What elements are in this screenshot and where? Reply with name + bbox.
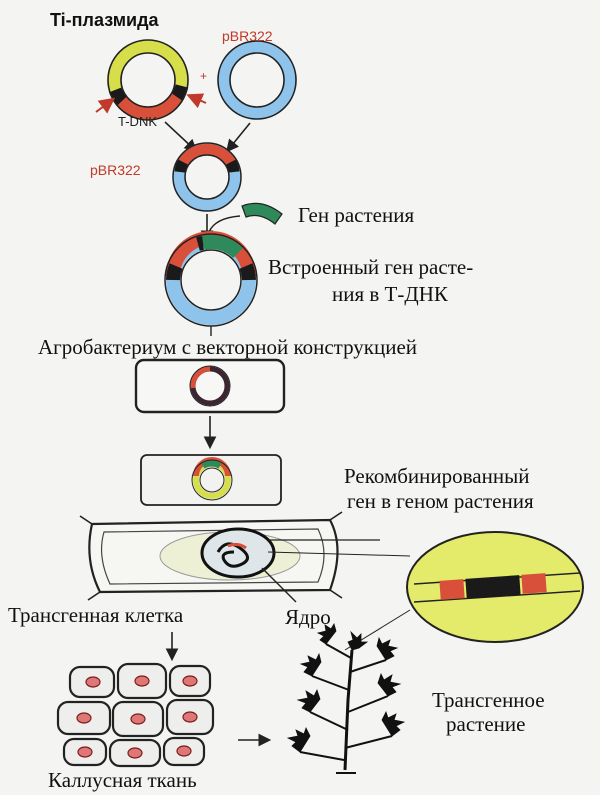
nucleus-label: Ядро: [285, 605, 331, 630]
transgenic-plant-label-line1: Трансгенное: [432, 688, 545, 713]
pbr322-mid-label: pBR322: [90, 162, 141, 178]
transgenic-cell-label: Трансгенная клетка: [8, 603, 183, 628]
ti-plasmid-ring: [108, 40, 188, 120]
pbr322-plasmid-ring: [218, 41, 296, 119]
callus-tissue-label: Каллусная ткань: [48, 768, 197, 793]
inserted-gene-label-line2: ния в Т-ДНК: [332, 282, 448, 307]
svg-text:+: +: [200, 69, 207, 83]
plant-gene-label: Ген растения: [298, 203, 414, 228]
arrow-pbr-to-combined: [228, 123, 250, 150]
arrow-ti-to-combined: [165, 122, 195, 150]
transgenic-plant: [288, 624, 404, 773]
plant-gene-join-line: [209, 216, 240, 232]
plant-gene-fragment: [242, 203, 282, 224]
recombinant-plasmid-ring: [165, 234, 257, 326]
agrobacterium-label: Агробактериум с векторной конструкцией: [38, 335, 417, 360]
recombinant-gene-label-line2: ген в геном растения: [347, 489, 534, 514]
transgenic-plant-label-line2: растение: [446, 712, 525, 737]
ti-plasmid-label: Ti-плазмида: [50, 8, 159, 33]
combined-plasmid-ring: [173, 143, 241, 211]
recombinant-chromosome-zoom: [407, 532, 583, 642]
pbr322-top-label: pBR322: [222, 28, 273, 44]
recombinant-gene-label-line1: Рекомбинированный: [344, 464, 529, 489]
t-dnk-label: T-DNK: [118, 114, 157, 129]
inserted-gene-label-line1: Встроенный ген расте-: [268, 255, 473, 280]
